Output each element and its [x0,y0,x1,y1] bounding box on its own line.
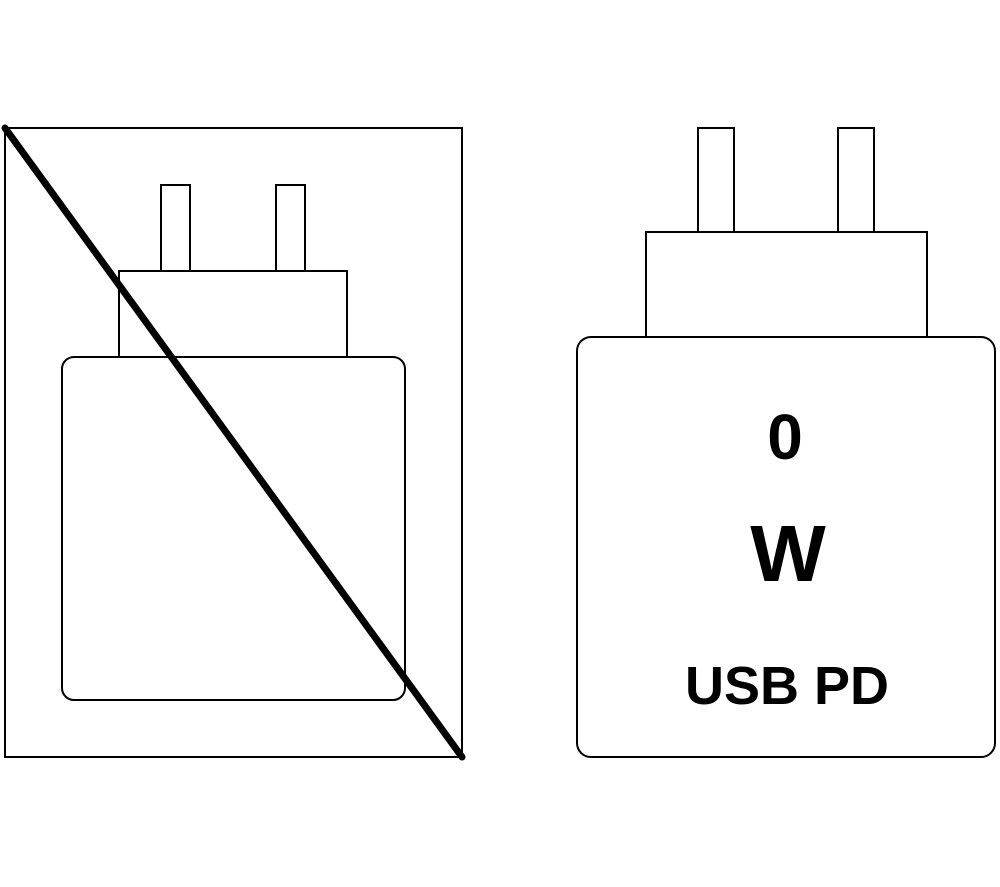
usb-pd-label: USB PD [685,656,889,716]
right-prong [275,184,306,272]
charger-power-icon: 0 W USB PD [576,127,996,758]
strike-through-line [1,124,466,761]
charger-not-included-icon [1,124,466,761]
charger-body [576,336,996,758]
plug-neck [118,270,348,358]
right-prong [837,127,875,233]
charger-body [61,356,406,701]
left-prong [697,127,735,233]
plug-neck [645,231,928,338]
left-prong [160,184,191,272]
power-value: 0 [767,401,803,473]
power-unit: W [750,509,826,598]
